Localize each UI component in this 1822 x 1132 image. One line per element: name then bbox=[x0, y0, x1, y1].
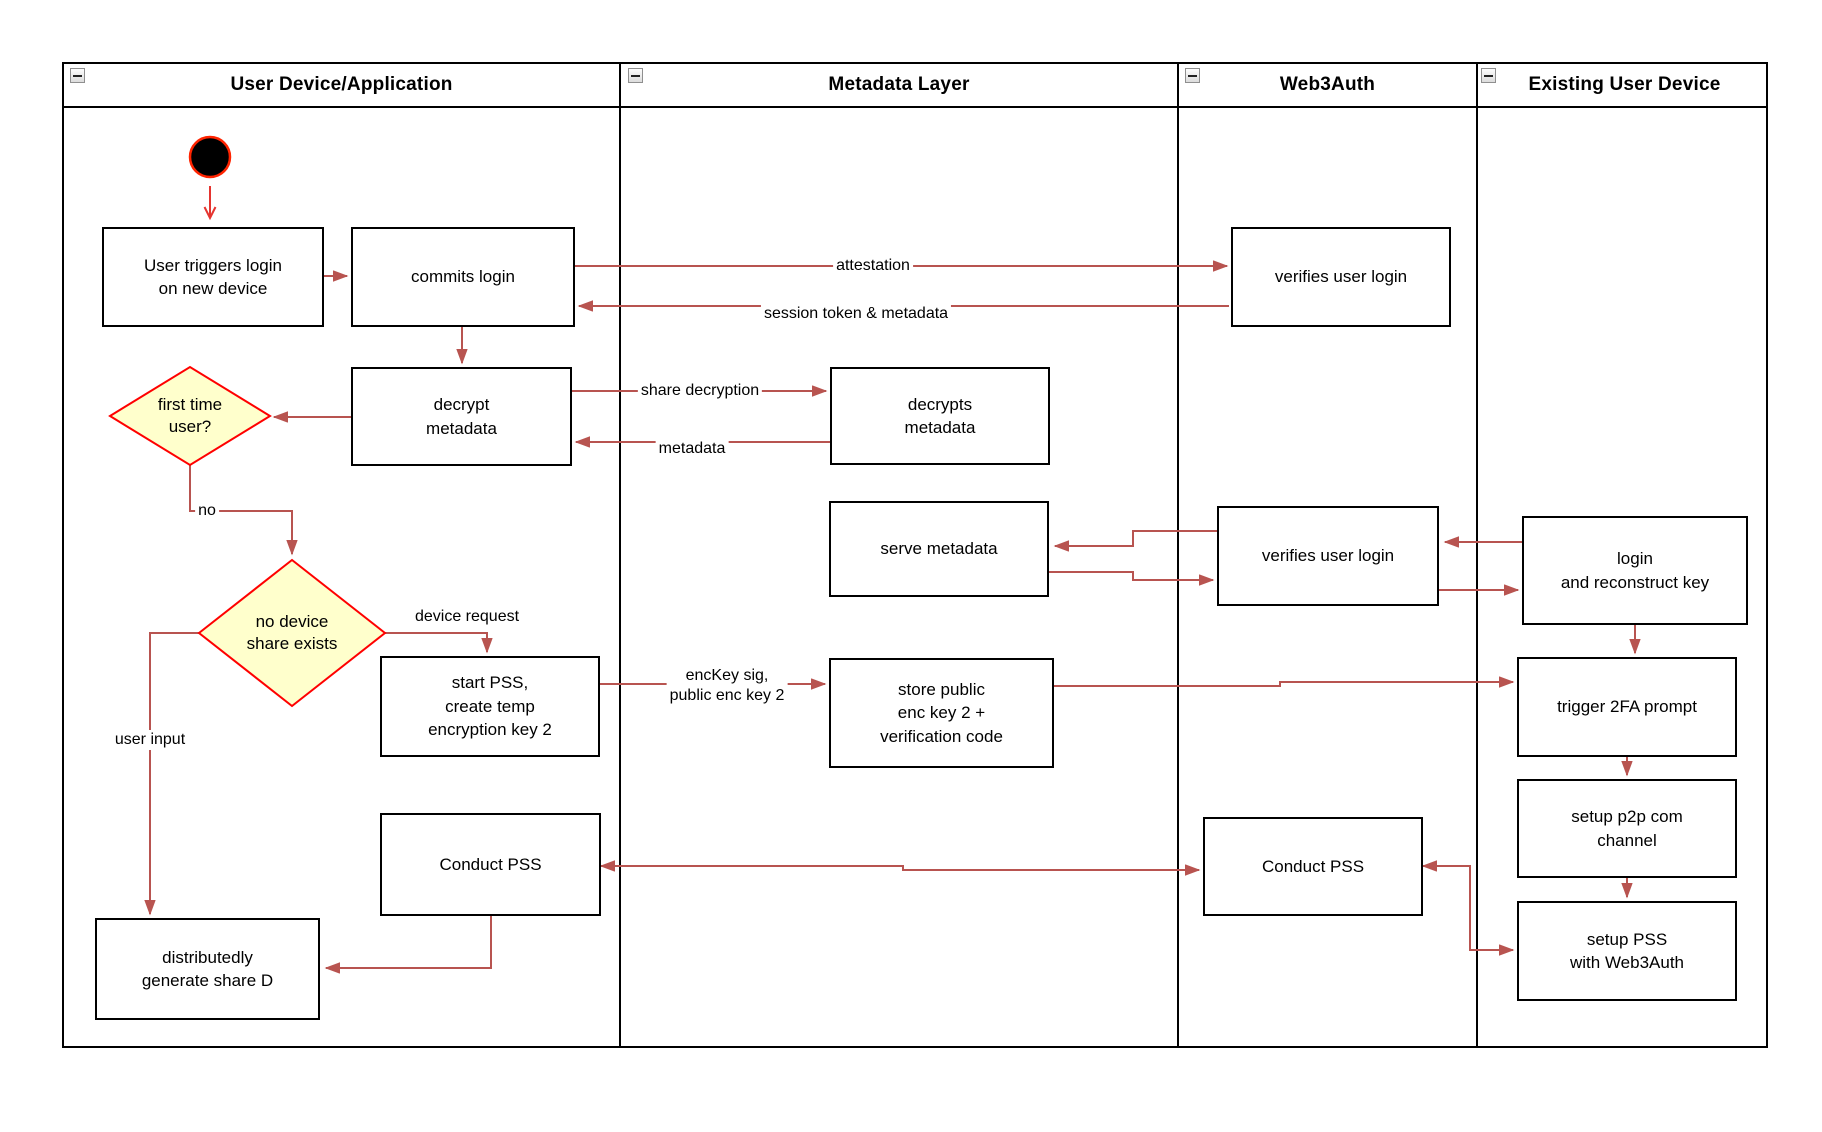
minus-bar bbox=[73, 74, 82, 77]
node-trigger-2fa-prompt: trigger 2FA prompt bbox=[1517, 657, 1737, 757]
node-commits-login: commits login bbox=[351, 227, 575, 327]
edge-conductpss-long bbox=[601, 866, 1199, 870]
edge-label-user-input: user input bbox=[111, 730, 189, 750]
minus-bar bbox=[631, 74, 640, 77]
node-setup-p2p-channel: setup p2p com channel bbox=[1517, 779, 1737, 878]
edge-label-metadata: metadata bbox=[655, 439, 729, 459]
decision-first-time-user bbox=[108, 365, 272, 467]
node-generate-share-d: distributedly generate share D bbox=[95, 918, 320, 1020]
edge-device-request bbox=[385, 632, 487, 652]
node-verifies-user-login-1: verifies user login bbox=[1231, 227, 1451, 327]
node-verifies-user-login-2: verifies user login bbox=[1217, 506, 1439, 606]
collapse-minus-icon[interactable] bbox=[70, 68, 85, 83]
lane-title-metadata-layer: Metadata Layer bbox=[828, 74, 970, 95]
edge-label-session-token: session token & metadata bbox=[760, 304, 952, 324]
edge-conduct-to-generate bbox=[326, 916, 492, 968]
decision-no-device-share bbox=[197, 558, 387, 708]
node-login-reconstruct-key: login and reconstruct key bbox=[1522, 516, 1748, 625]
edge-label-attestation: attestation bbox=[833, 256, 913, 276]
edge-label-device-request: device request bbox=[411, 607, 523, 627]
node-decrypts-metadata: decrypts metadata bbox=[830, 367, 1050, 465]
edge-user-input bbox=[150, 632, 199, 914]
collapse-minus-icon[interactable] bbox=[1185, 68, 1200, 83]
edge-store-to-2fa bbox=[1054, 682, 1513, 686]
lane-title-existing-device: Existing User Device bbox=[1528, 74, 1721, 95]
node-store-public-enc-key: store public enc key 2 + verification co… bbox=[829, 658, 1054, 768]
collapse-minus-icon[interactable] bbox=[628, 68, 643, 83]
lane-separator bbox=[1177, 62, 1179, 1048]
node-decrypt-metadata: decrypt metadata bbox=[351, 367, 572, 466]
edge-label-enckey: encKey sig, public enc key 2 bbox=[666, 666, 788, 706]
node-setup-pss-web3auth: setup PSS with Web3Auth bbox=[1517, 901, 1737, 1001]
lane-separator bbox=[619, 62, 621, 1048]
collapse-minus-icon[interactable] bbox=[1481, 68, 1496, 83]
node-serve-metadata: serve metadata bbox=[829, 501, 1049, 597]
lane-header-divider bbox=[62, 106, 1768, 108]
minus-bar bbox=[1484, 74, 1493, 77]
minus-bar bbox=[1188, 74, 1197, 77]
edge-label-share-decryption: share decryption bbox=[637, 381, 763, 401]
node-user-triggers-login: User triggers login on new device bbox=[102, 227, 324, 327]
node-start-pss: start PSS, create temp encryption key 2 bbox=[380, 656, 600, 757]
edge-serve-to-verify2 bbox=[1049, 571, 1213, 580]
start-node bbox=[188, 135, 232, 179]
node-conduct-pss-device: Conduct PSS bbox=[380, 813, 601, 916]
lane-separator bbox=[1476, 62, 1478, 1048]
node-conduct-pss-web3auth: Conduct PSS bbox=[1203, 817, 1423, 916]
decision-label-no-device-share: no device share exists bbox=[246, 611, 338, 653]
edge-label-no: no bbox=[195, 501, 219, 521]
lane-title-web3auth: Web3Auth bbox=[1279, 74, 1376, 95]
decision-label-first-time-user: first time user? bbox=[157, 394, 223, 436]
edge-no-branch bbox=[189, 465, 292, 554]
lane-title-user-device: User Device/Application bbox=[230, 74, 453, 95]
edge-verify2-to-serve bbox=[1055, 530, 1217, 546]
edge-setuppss-conductpss bbox=[1423, 866, 1513, 950]
